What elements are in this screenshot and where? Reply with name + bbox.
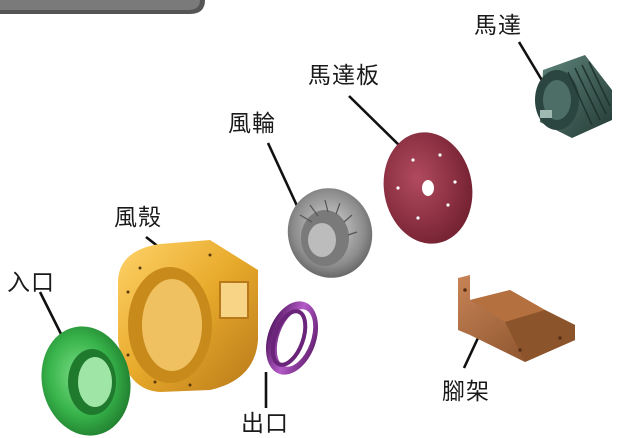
leader-line-motor-plate <box>348 95 405 151</box>
leader-line-inlet <box>38 291 65 339</box>
motor-plate-part <box>383 132 473 244</box>
header-tab <box>0 0 205 14</box>
housing-part <box>118 240 258 392</box>
motor-part <box>535 55 612 138</box>
outlet-part <box>265 301 319 375</box>
label-motor: 馬達 <box>474 13 522 39</box>
label-stand: 腳架 <box>442 379 490 405</box>
inlet-part <box>41 326 131 436</box>
label-inlet: 入口 <box>7 270 55 296</box>
label-outlet: 出口 <box>241 411 289 437</box>
impeller-part <box>287 188 373 278</box>
stand-part <box>458 275 575 362</box>
leader-line-impeller <box>266 142 300 209</box>
label-impeller: 風輪 <box>228 111 276 137</box>
leader-line-motor <box>517 41 545 83</box>
label-motor-plate: 馬達板 <box>308 63 380 89</box>
label-housing: 風殼 <box>114 205 162 231</box>
